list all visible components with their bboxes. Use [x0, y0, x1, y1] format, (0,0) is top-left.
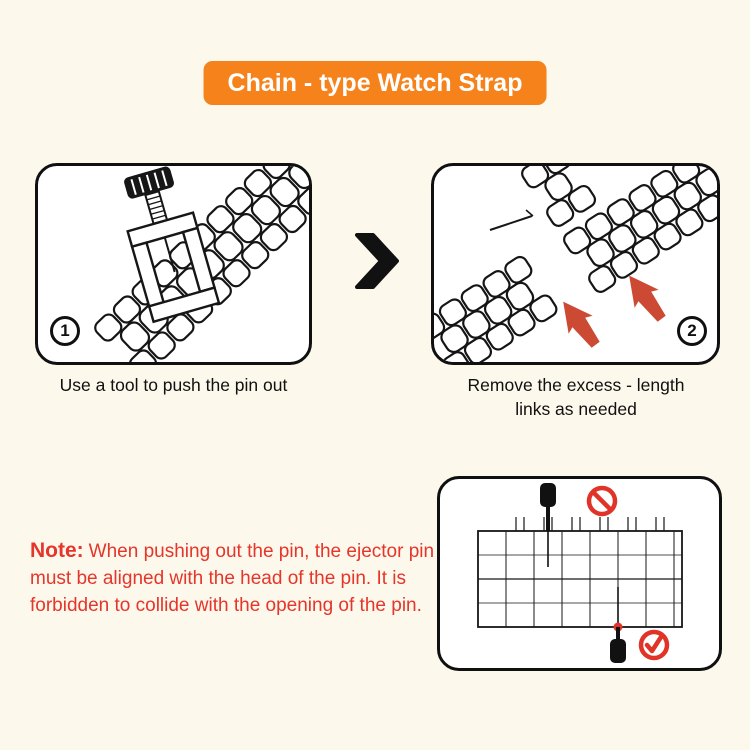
step2-caption: Remove the excess - length links as need… [467, 375, 685, 419]
lower-band-segment [434, 253, 561, 362]
spring-bar-pin [489, 209, 534, 231]
note-text: Note:When pushing out the pin, the eject… [30, 536, 462, 620]
band-cross-section [477, 517, 683, 628]
page-title: Chain - type Watch Strap [227, 69, 523, 97]
remove-links-illustration [434, 166, 717, 362]
check-icon [638, 629, 670, 661]
step2-panel: 2 [431, 163, 720, 365]
pin-alignment-illustration [477, 483, 683, 663]
step2-number: 2 [687, 321, 697, 340]
push-pin-tool-illustration [91, 166, 309, 362]
red-arrow-icon [551, 292, 608, 354]
title-banner: Chain - type Watch Strap [203, 61, 547, 105]
note-body: When pushing out the pin, the ejector pi… [30, 541, 435, 616]
step1-panel: 1 [35, 163, 312, 365]
ejector-pin-top [540, 483, 556, 567]
clamp-frame [126, 211, 221, 324]
loose-links [518, 166, 599, 230]
pin-alignment-panel [437, 476, 722, 671]
ejector-pin-bottom [610, 587, 626, 663]
note-label: Note: [30, 539, 84, 562]
step2-number-badge: 2 [677, 316, 707, 346]
chevron-right-icon [355, 233, 399, 289]
step1-caption: Use a tool to push the pin out [59, 375, 288, 395]
link-remover-tool [124, 166, 221, 324]
knurled-knob [124, 166, 174, 199]
threaded-shaft [144, 189, 169, 226]
step1-number: 1 [60, 321, 70, 340]
step1-number-badge: 1 [50, 316, 80, 346]
prohibition-icon [586, 485, 618, 517]
